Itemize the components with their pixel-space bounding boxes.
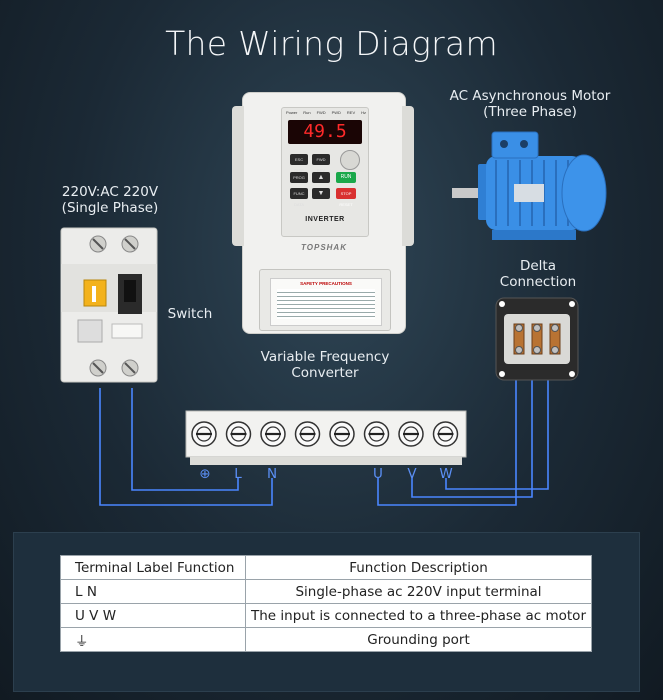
key-down[interactable]: ▼ (312, 188, 330, 199)
safety-text-lines (277, 289, 375, 319)
delta-label-line2: Connection (499, 274, 577, 290)
table-row: U V W The input is connected to a three-… (60, 603, 592, 628)
status-led-label: Hz (361, 110, 366, 115)
delta-label: Delta Connection (490, 258, 586, 290)
key-run-label: RUN (340, 174, 352, 180)
row-label: U V W (60, 603, 246, 628)
wire-N (131, 388, 239, 491)
power-label-line2: (Single Phase) (61, 200, 159, 216)
inverter-panel: 49.5 Power Run FWD PWD REV Hz ESC DISP FWD RE… (281, 107, 369, 237)
wire-V (411, 380, 533, 498)
converter-label-line1: Variable Frequency (260, 349, 390, 365)
control-knob[interactable] (340, 150, 360, 170)
diagram-title: The Wiring Diagram (165, 24, 498, 63)
terminal-screw-ring (334, 426, 350, 442)
status-led-label: FWD (316, 110, 326, 115)
row-label: ⏚ (60, 627, 246, 652)
key-func-label: FUNC DATA (293, 191, 305, 207)
terminal-screw-ring (437, 426, 454, 442)
status-led-label: PWD (331, 110, 341, 115)
switch-label: Switch (167, 306, 213, 322)
row-description: The input is connected to a three-phase … (245, 603, 592, 628)
key-stop[interactable]: STOP RESET (336, 188, 356, 207)
terminal-U: U (373, 466, 383, 482)
header-terminal-label: Terminal Label Function (60, 555, 246, 580)
key-prog[interactable]: PROG (290, 172, 308, 183)
terminal-screw (294, 421, 321, 447)
row-description: Single-phase ac 220V input terminal (245, 579, 592, 604)
converter-label-line2: Converter (291, 365, 359, 381)
power-label: 220V:AC 220V (Single Phase) (50, 184, 170, 216)
row-label: L N (60, 579, 246, 604)
terminal-L: L (234, 466, 242, 482)
terminal-screw (398, 421, 424, 447)
terminal-function-table: Terminal Label Function Function Descrip… (60, 555, 592, 652)
terminal-screw (329, 421, 355, 447)
key-esc-label: ESC DISP (294, 157, 304, 173)
key-prog-label: PROG (293, 175, 305, 180)
terminal-block (185, 410, 467, 465)
terminal-screw (363, 421, 390, 447)
delta-terminal-box (495, 297, 579, 381)
terminal-screw (260, 421, 286, 447)
inverter-mount-left (232, 106, 244, 246)
status-led-label: Power (286, 110, 298, 115)
wire-U (377, 380, 517, 506)
display-value: 49.5 (303, 121, 347, 142)
row-description: Grounding port (245, 627, 592, 652)
key-up[interactable]: ▲ (312, 172, 330, 183)
table-row: L N Single-phase ac 220V input terminal (60, 579, 592, 604)
terminal-screw (191, 421, 217, 447)
terminal-screws (191, 421, 459, 447)
ac-motor (452, 131, 607, 240)
table-row: ⏚ Grounding port (60, 627, 592, 652)
terminal-screw-ring (230, 426, 247, 442)
wire-W (445, 380, 549, 490)
key-fwdrev-label: FWD REV (316, 157, 326, 173)
inverter-body: 49.5 Power Run FWD PWD REV Hz ESC DISP FWD RE… (242, 92, 406, 334)
motor-label-line2: (Three Phase) (483, 104, 577, 120)
circuit-breaker (60, 227, 158, 383)
terminal-ground: ⊕ (199, 466, 211, 482)
terminal-screw (225, 421, 252, 447)
status-led-label: Run (303, 110, 311, 115)
terminal-screw-ring (403, 426, 419, 442)
terminal-W: W (439, 466, 453, 482)
key-stop-label: STOP RESET (339, 191, 353, 207)
status-leds: Power Run FWD PWD REV Hz (286, 110, 366, 120)
motor-label-line1: AC Asynchronous Motor (449, 88, 611, 104)
safety-title: SAFETY PRECAUTIONS (300, 281, 352, 286)
motor-label: AC Asynchronous Motor (Three Phase) (440, 88, 620, 120)
inverter-name: INVERTER (305, 216, 345, 223)
inverter-display: 49.5 (288, 120, 362, 144)
terminal-screw-ring (196, 426, 212, 442)
terminal-screw-ring (299, 426, 316, 442)
key-func[interactable]: FUNC DATA (290, 188, 308, 207)
status-led-label: REV (346, 110, 356, 115)
converter-label: Variable Frequency Converter (250, 349, 400, 381)
header-function-description: Function Description (245, 555, 592, 580)
safety-label: SAFETY PRECAUTIONS (270, 278, 382, 326)
terminal-N: N (266, 466, 278, 482)
key-fwdrev[interactable]: FWD REV (312, 154, 330, 173)
delta-label-line1: Delta (519, 258, 557, 274)
power-label-line1: 220V:AC 220V (61, 184, 159, 200)
table-header-row: Terminal Label Function Function Descrip… (60, 555, 592, 580)
terminal-screw (432, 421, 459, 447)
wire-L (99, 388, 273, 506)
inverter-brand: TOPSHAK (301, 243, 347, 252)
terminal-cover: SAFETY PRECAUTIONS (259, 269, 391, 331)
terminal-screw-ring (265, 426, 281, 442)
key-esc[interactable]: ESC DISP (290, 154, 308, 173)
terminal-screw-ring (368, 426, 385, 442)
inverter-mount-right (402, 106, 414, 246)
key-run[interactable]: RUN (336, 172, 356, 183)
terminal-V: V (407, 466, 417, 482)
